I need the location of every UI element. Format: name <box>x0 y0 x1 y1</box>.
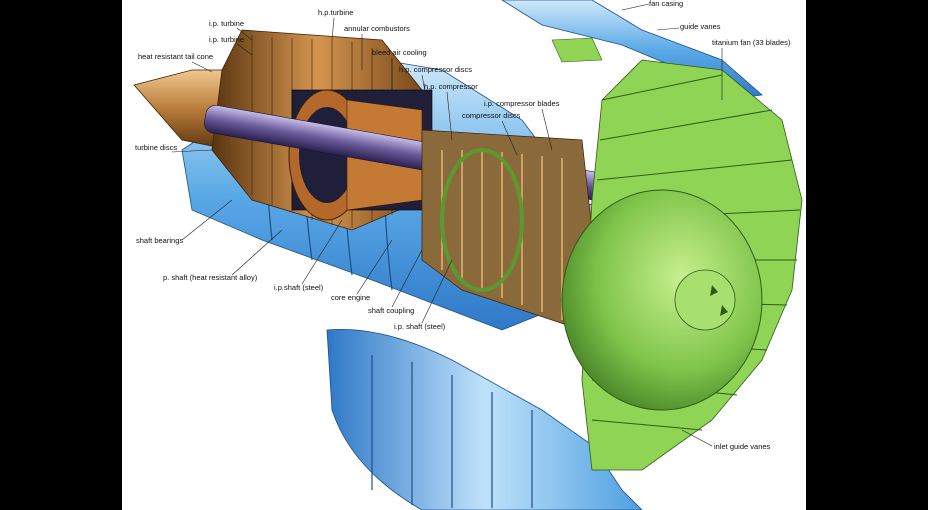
label-titanium-fan: titanium fan (33 blades) <box>712 38 791 47</box>
fan-spinner <box>561 189 763 411</box>
label-ip-compressor-blades: i.p. compressor blades <box>484 99 560 108</box>
label-ip-turbine-1: i.p. turbine <box>209 19 244 28</box>
label-compressor-discs: compressor discs <box>462 111 521 120</box>
label-heat-resistant-tail-cone: heat resistant tail cone <box>138 52 213 61</box>
label-shaft-coupling: shaft coupling <box>368 306 414 315</box>
label-inlet-guide-vanes: inlet guide vanes <box>714 442 771 451</box>
label-core-engine: core engine <box>331 293 370 302</box>
label-fan-casing: fan casing <box>649 0 683 8</box>
label-hp-turbine: h.p.turbine <box>318 8 353 17</box>
label-turbine-discs: turbine discs <box>135 143 177 152</box>
compressor-section <box>421 129 593 331</box>
label-hp-compressor: h.p. compressor <box>424 82 478 91</box>
label-ip-shaft-steel-2: i.p. shaft (steel) <box>394 322 446 331</box>
diagram-labels: fan casing h.p.turbine annular combustor… <box>135 0 791 451</box>
label-guide-vanes: guide vanes <box>680 22 721 31</box>
label-annular-combustors: annular combustors <box>344 24 410 33</box>
label-bleed-air-cooling: bleed air cooling <box>372 48 427 57</box>
fan-casing-lower <box>326 329 643 510</box>
engine-illustration: fan casing h.p.turbine annular combustor… <box>122 0 806 510</box>
label-hp-compressor-discs: h.p. compressor discs <box>399 65 472 74</box>
label-ip-turbine-2: i.p. turbine <box>209 35 244 44</box>
label-hp-shaft: p. shaft (heat resistant alloy) <box>163 273 258 282</box>
turbofan-cutaway-diagram: fan casing h.p.turbine annular combustor… <box>133 0 803 510</box>
label-ip-shaft-steel: i.p.shaft (steel) <box>274 283 324 292</box>
label-shaft-bearings: shaft bearings <box>136 236 183 245</box>
